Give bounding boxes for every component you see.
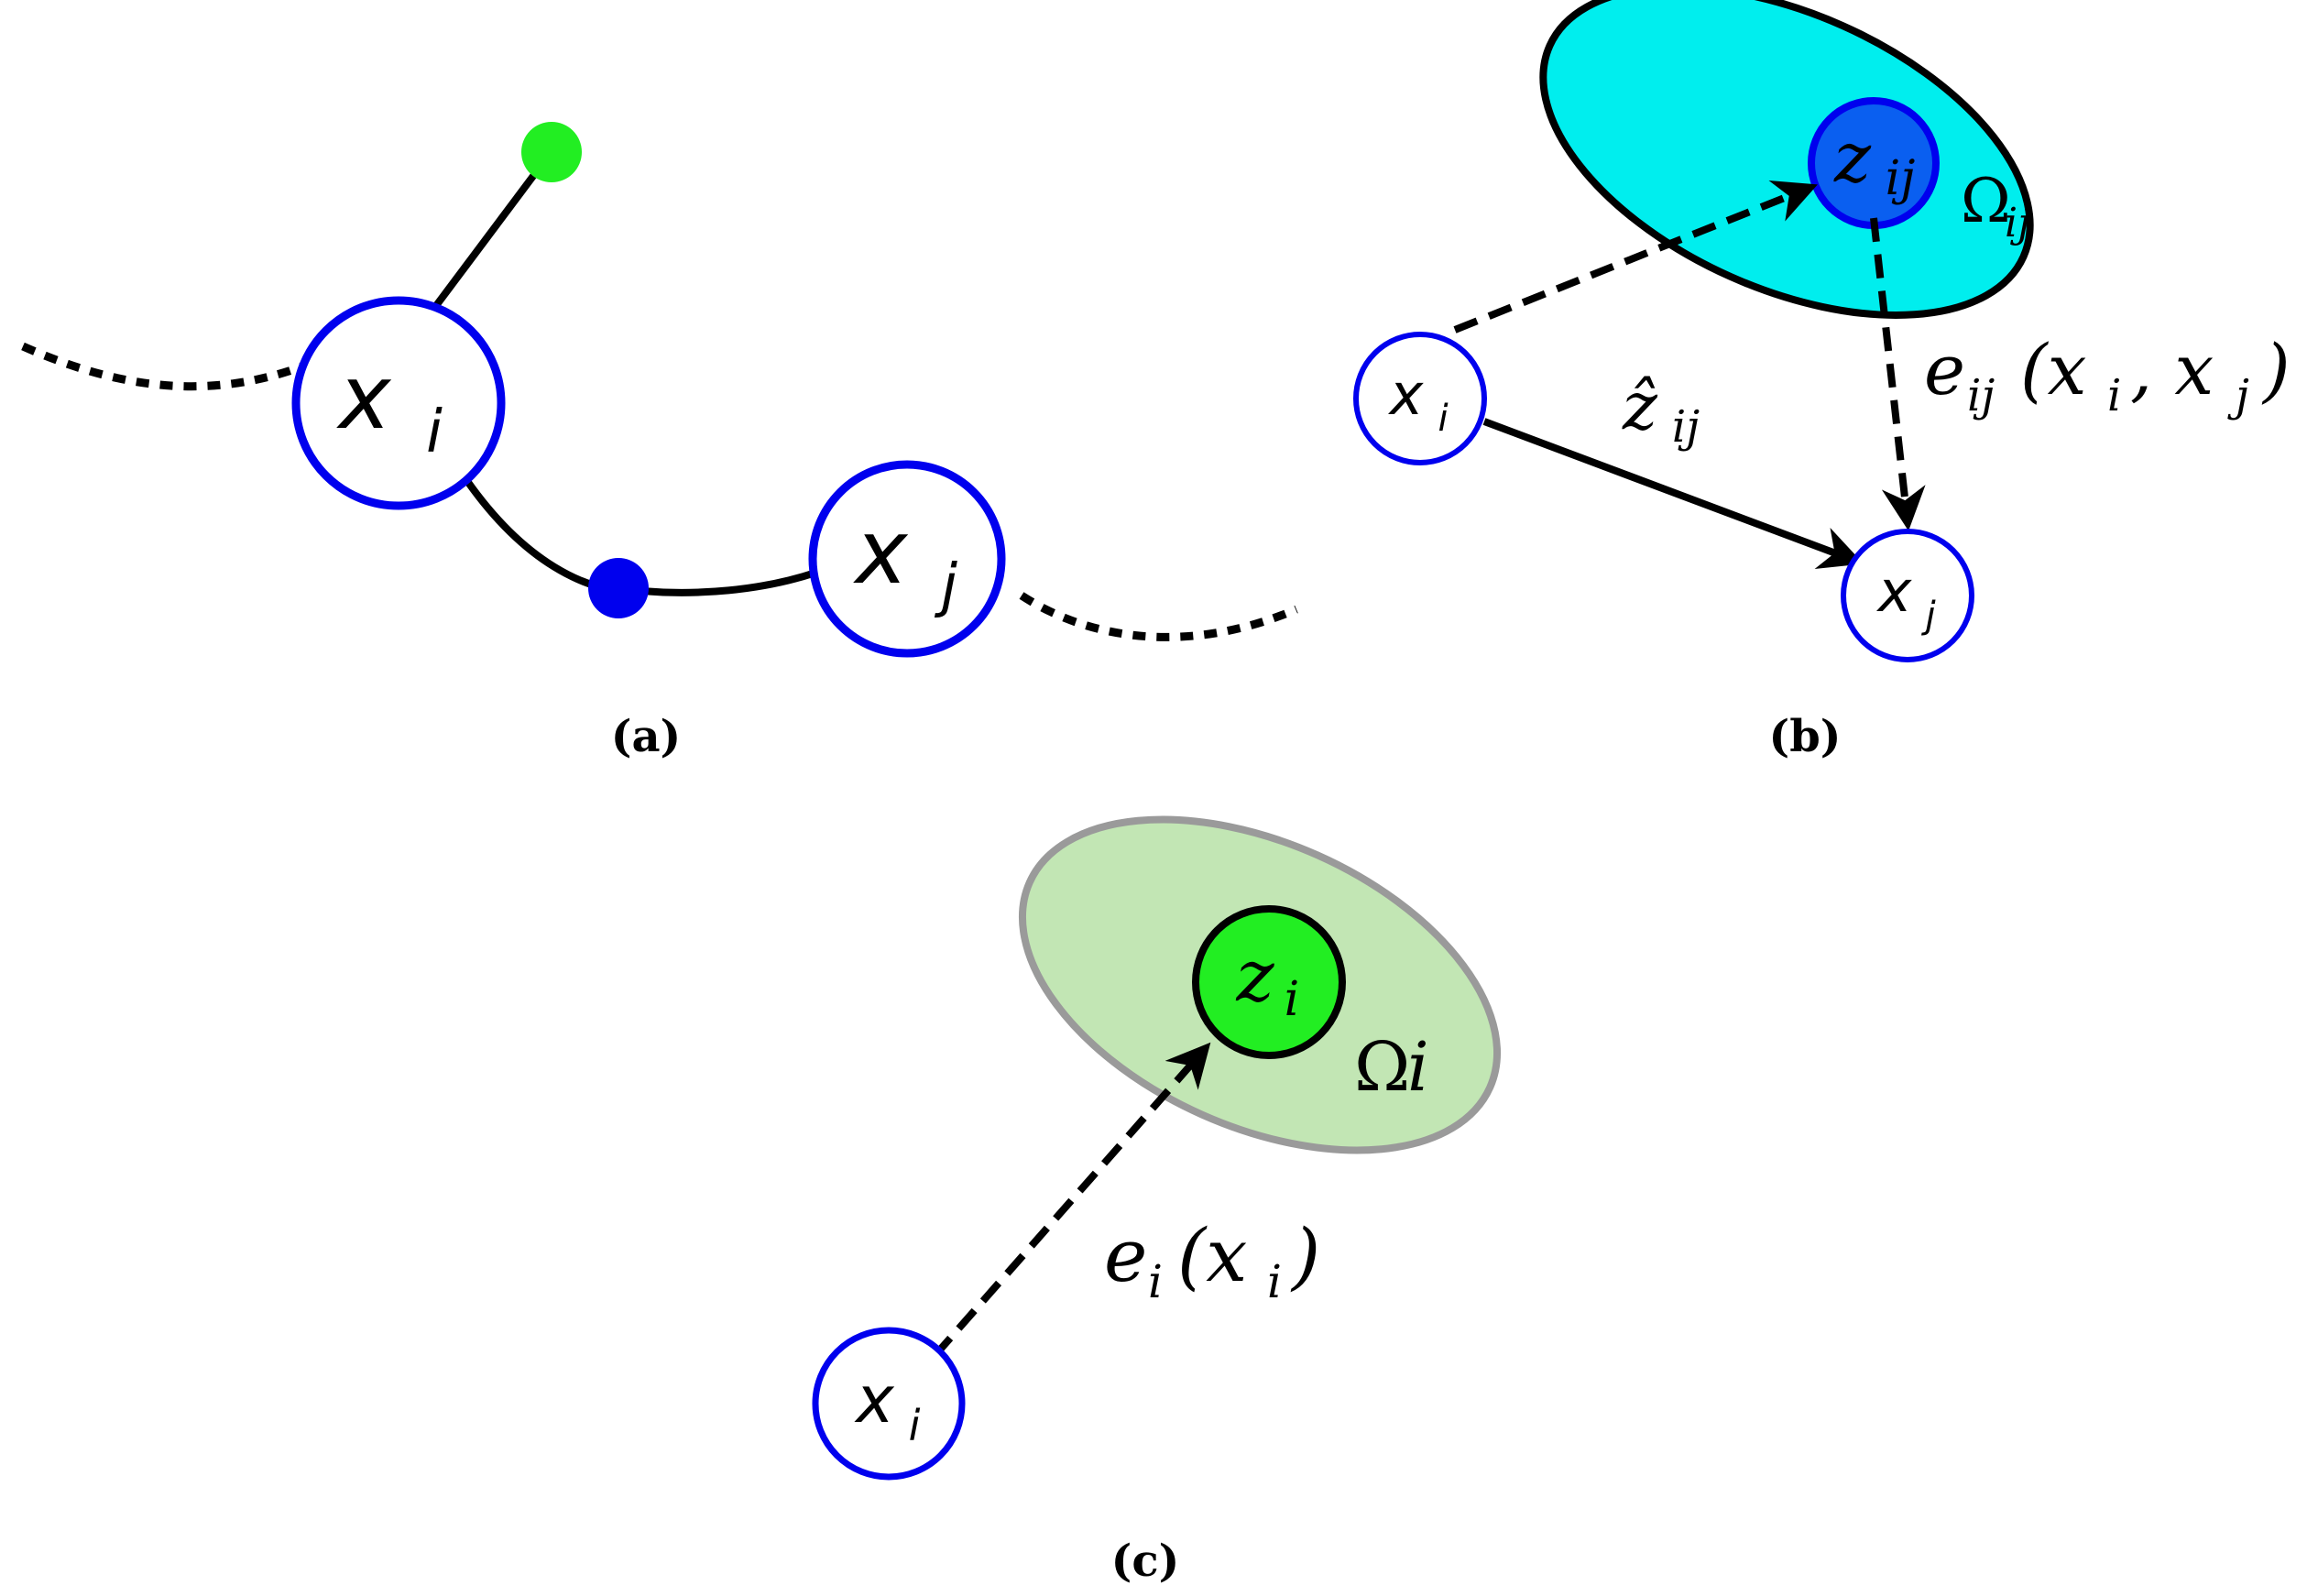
error-arrow-dashed: [931, 1042, 1211, 1359]
svg-text:, x: , x: [2130, 329, 2214, 410]
svg-text:j: j: [2227, 370, 2249, 421]
node-xi: [812, 1327, 966, 1481]
information-ellipse: [1539, 0, 2034, 319]
panel-b-caption: (b): [1769, 711, 1842, 762]
measurement-zi-label: z: [1235, 935, 1274, 1018]
prediction-arrow-solid: [1482, 418, 1864, 569]
svg-text:i: i: [1267, 1255, 1282, 1308]
error-arrow-dashed: [1870, 217, 1926, 531]
node-xi: [1353, 332, 1487, 465]
panel-a: x i x j (a): [21, 122, 1298, 762]
error-label: e i (x i ): [1104, 1213, 1320, 1308]
panel-c-caption: (c): [1111, 1536, 1180, 1587]
information-omega-ij-subscript: ij: [2005, 200, 2030, 246]
measurement-node-zij: [1808, 97, 1940, 229]
measurement-node-zi: [1192, 905, 1346, 1059]
measurement-zij-subscript: ij: [1886, 151, 1916, 206]
node-xi-label: x: [336, 346, 392, 449]
odometry-factor-dot: [588, 558, 649, 618]
prediction-zhat-subscript: ij: [1672, 401, 1700, 453]
svg-text:i: i: [2107, 370, 2121, 421]
node-xi-subscript: i: [909, 1401, 921, 1450]
node-xi-label: x: [854, 1362, 894, 1437]
node-xj: [1841, 529, 1974, 662]
svg-text:i: i: [1148, 1255, 1163, 1308]
svg-text:e: e: [1104, 1213, 1147, 1298]
panel-a-caption: (a): [611, 711, 682, 762]
svg-text:): ): [2261, 329, 2291, 410]
node-xi-label: x: [1388, 361, 1425, 428]
landmark-factor-dot: [521, 122, 582, 182]
node-xj-label: x: [853, 501, 909, 604]
node-xi: [291, 296, 506, 510]
information-omega-ij-label: Ω: [1961, 166, 2011, 236]
svg-text:): ): [1290, 1213, 1320, 1298]
prediction-zhat-label: ẑ: [1622, 367, 1658, 444]
node-xi-subscript: i: [426, 399, 443, 466]
node-xj-subscript: j: [1920, 595, 1936, 637]
trajectory-right-dotted: [1019, 592, 1298, 641]
trajectory-left-dotted: [21, 342, 304, 391]
panel-c: z i Ω i x i e i (x i ) (c): [812, 815, 1502, 1587]
svg-text:e: e: [1924, 329, 1965, 410]
node-xi-subscript: i: [1438, 398, 1448, 440]
landmark-edge: [432, 151, 553, 310]
information-omega-i-subscript: i: [1407, 1028, 1429, 1107]
panel-b: z ij Ω ij x i x j ẑ ij e ij (x i , x j ): [1353, 0, 2291, 762]
node-xj-label: x: [1876, 558, 1913, 625]
svg-text:(x: (x: [2020, 329, 2087, 410]
svg-text:ij: ij: [1967, 370, 1995, 421]
measurement-zi-subscript: i: [1285, 972, 1300, 1027]
measurement-zij-label: z: [1833, 116, 1872, 198]
measurement-arrow-dashed: [1453, 180, 1818, 333]
node-xj: [808, 460, 1006, 658]
svg-text:(x: (x: [1177, 1213, 1247, 1298]
information-omega-i-label: Ω: [1354, 1028, 1410, 1107]
error-label: e ij (x i , x j ): [1924, 329, 2291, 421]
